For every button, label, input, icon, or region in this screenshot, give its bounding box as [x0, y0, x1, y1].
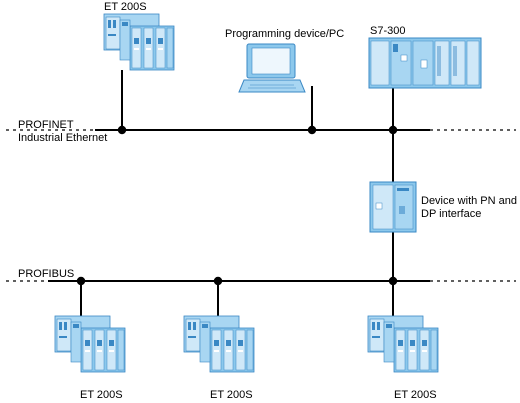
et200s-bottom-left-device	[54, 315, 126, 373]
s7-300-label: S7-300	[370, 25, 406, 37]
et200s-bottom-mid-label: ET 200S	[210, 389, 253, 401]
et200s-bottom-mid-device	[183, 315, 255, 373]
et200s-top-device	[103, 13, 175, 71]
node-s7-300	[388, 125, 398, 135]
programming-device-laptop	[238, 43, 306, 93]
et200s-bottom-right-device	[367, 315, 439, 373]
pn-dp-device-label-line2: DP interface	[421, 208, 482, 220]
pn-dp-device-label-line1: Device with PN and	[421, 195, 517, 207]
node-et200s-left	[76, 276, 86, 286]
node-et200s-top	[117, 125, 127, 135]
profinet-label: PROFINET	[18, 119, 74, 131]
node-programming-device	[307, 125, 317, 135]
s7-300-plc	[368, 37, 482, 89]
pn-dp-interface-device	[369, 181, 417, 233]
programming-device-label: Programming device/PC	[225, 28, 345, 40]
node-pn-dp-device	[388, 276, 398, 286]
profibus-label: PROFIBUS	[18, 268, 75, 280]
et200s-bottom-left-label: ET 200S	[80, 389, 123, 401]
industrial-ethernet-label: Industrial Ethernet	[18, 132, 108, 144]
et200s-bottom-right-label: ET 200S	[394, 389, 437, 401]
connection-lines	[80, 70, 394, 318]
node-et200s-mid	[213, 276, 223, 286]
et200s-top-label: ET 200S	[104, 1, 147, 13]
junction-nodes	[76, 125, 398, 286]
